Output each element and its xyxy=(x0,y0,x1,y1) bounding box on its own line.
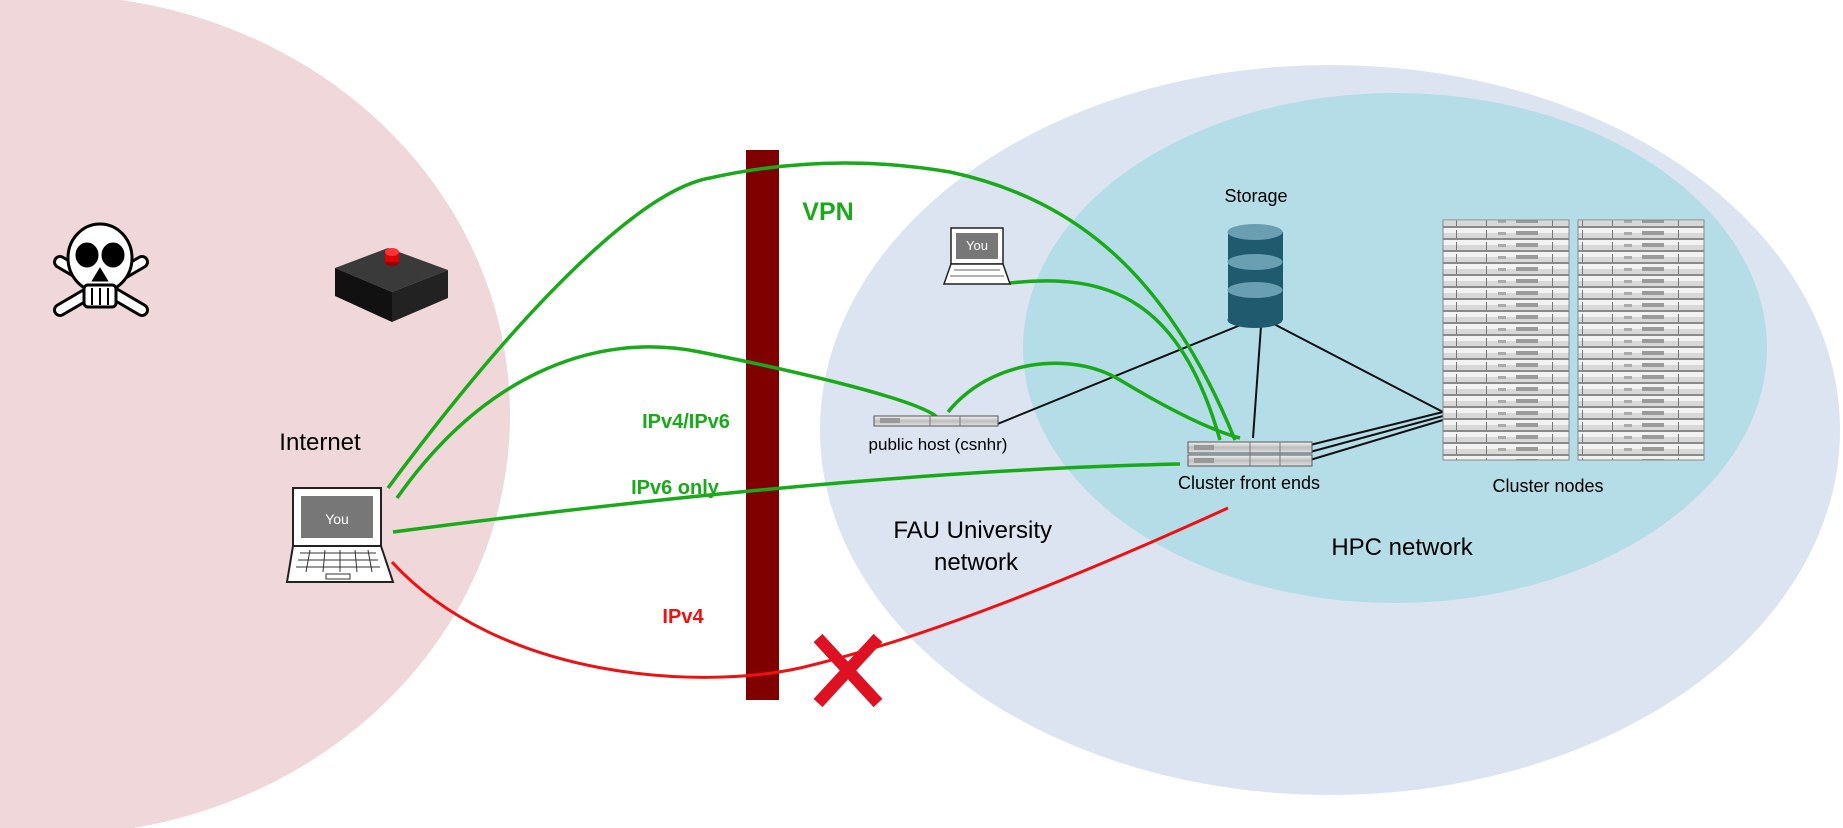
public-host-label: public host (csnhr) xyxy=(869,435,1008,454)
hpc-zone-label: HPC network xyxy=(1331,534,1473,561)
storage-label: Storage xyxy=(1224,186,1287,206)
vpn-laptop[interactable] xyxy=(942,227,1012,285)
ipv6-only-label: IPv6 only xyxy=(631,477,720,499)
firewall-bar xyxy=(746,150,779,700)
vpn-link xyxy=(386,161,1237,490)
ipv4-blocked-link xyxy=(390,506,1229,679)
skull-and-crossbones-icon xyxy=(53,222,149,317)
cluster-front-ends-servers[interactable] xyxy=(1187,441,1313,467)
university-zone-label: FAU University network xyxy=(893,517,1058,576)
user-laptop[interactable] xyxy=(285,487,395,583)
ipv4-ipv6-label: IPv4/IPv6 xyxy=(642,411,730,433)
public-host-server[interactable] xyxy=(873,415,999,427)
storage-cylinder-icon[interactable] xyxy=(1227,224,1284,328)
public-host-link xyxy=(946,361,1241,440)
black-box-with-red-button-icon xyxy=(335,248,448,322)
allowed-connections xyxy=(386,161,1241,534)
cluster-nodes-racks[interactable] xyxy=(1442,219,1705,461)
x-mark-icon xyxy=(813,633,883,708)
vpn-laptop-label: You xyxy=(966,238,988,253)
hpc-wiring xyxy=(994,321,1444,461)
ipv4-ipv6-link xyxy=(395,345,940,500)
cluster-nodes-label: Cluster nodes xyxy=(1492,476,1603,496)
vpn-label: VPN xyxy=(802,198,853,226)
ipv6-only-link xyxy=(392,462,1181,534)
internet-zone-label: Internet xyxy=(279,429,361,456)
front-ends-label: Cluster front ends xyxy=(1178,473,1320,493)
university-zone-label-line: FAU University xyxy=(893,517,1052,544)
internet-zone xyxy=(0,0,510,828)
university-zone-label-line: network xyxy=(934,549,1019,576)
vpn-laptop-link xyxy=(1009,279,1222,441)
user-laptop-label: You xyxy=(325,511,349,527)
ipv4-label: IPv4 xyxy=(662,606,704,628)
